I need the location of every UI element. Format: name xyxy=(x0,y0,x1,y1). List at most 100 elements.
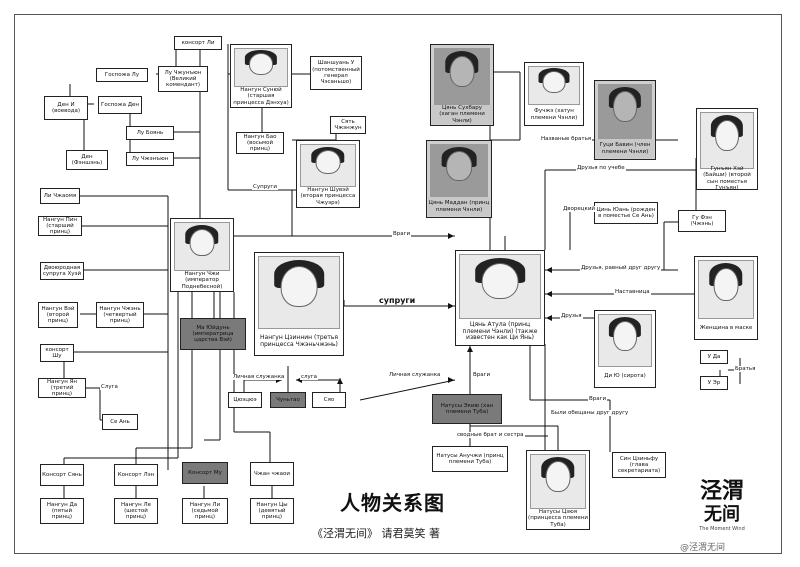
portrait-di-yu: Ди Ю (сирота) xyxy=(594,310,656,388)
label-vragi-3: Враги xyxy=(588,396,608,402)
portrait-nangun-sunyo: Нангун Сунюй (старшая принцесса Дэнхуа) xyxy=(230,44,292,108)
label-lichnaya-1: Личная служанка xyxy=(232,374,286,380)
portrait-caption: Натусы Цзюя (принцесса племени Туба) xyxy=(528,509,588,528)
node-li-chzhaomya: Ли Чжаомя xyxy=(40,188,80,204)
node-dvoyurodnaya: Двоюродная супруга Хуэй xyxy=(40,262,84,280)
label-bratya: Братья xyxy=(734,366,757,372)
portrait-caption: Цянь Атула (принц племени Чэнли) (также … xyxy=(457,320,543,344)
portrait-image xyxy=(598,314,652,367)
svg-text:泾渭: 泾渭 xyxy=(700,478,744,504)
portrait-image xyxy=(174,222,230,271)
logo: 泾渭 无间 The Moment Wind xyxy=(688,466,756,532)
portrait-image xyxy=(459,254,541,319)
label-druzya: Друзья xyxy=(560,313,583,319)
portrait-caption: Нангун Чжи (император Поднебесной) xyxy=(172,271,232,290)
node-nangun-vei: Нангун Вэй (второй принц) xyxy=(38,302,78,328)
label-byli-obeshany: Были обещаны друг другу xyxy=(550,410,630,416)
node-chuntao: Чуньтао xyxy=(270,392,306,408)
label-nastavnica: Наставница xyxy=(614,289,651,295)
label-lichnaya-2: Личная служанка xyxy=(388,372,442,378)
chart-frame xyxy=(14,14,782,554)
node-label: Нангун Бао (восьмой принц) xyxy=(243,133,277,153)
node-label: Шаншуань У (потомственный генерал Чэсань… xyxy=(312,60,360,86)
portrait-image xyxy=(434,48,490,105)
node-label: Двоюродная супруга Хуэй xyxy=(42,264,82,277)
node-nangun-le: Нангун Ле (шестой принц) xyxy=(114,498,158,524)
portrait-image xyxy=(430,144,488,197)
portrait-gutsi-bavin: Гуци Бавин (член племени Чэнли) xyxy=(594,80,656,160)
portrait-image xyxy=(530,454,586,509)
node-label: Лу Боянь xyxy=(136,129,164,136)
node-label: Цинь Юань (рожден в поместье Се Ань) xyxy=(596,206,656,219)
portrait-fuchzhi: Фучжэ (хатун племени Чэнли) xyxy=(524,62,584,126)
chart-title: 人物关系图 xyxy=(340,491,445,515)
node-label: У Эр xyxy=(707,379,721,386)
node-label: Нангун Вэй (второй принц) xyxy=(41,305,75,325)
node-chzhan-chzhoi: Чжан чжаои xyxy=(250,462,294,486)
portrait-caption: Нангун Сунюй (старшая принцесса Дэнхуа) xyxy=(232,87,290,106)
node-sin-tsyanfu: Син Цзиньфу (глава секретариата) xyxy=(612,452,666,478)
portrait-caption: Цянь Маддан (принц племени Чэнли) xyxy=(428,197,490,216)
node-label: Син Цзиньфу (глава секретариата) xyxy=(617,455,661,475)
label-druzya-uchebe: Друзья по учебе xyxy=(576,165,626,171)
portrait-caption: Гуци Бавин (член племени Чэнли) xyxy=(596,139,654,158)
label-suprugi: Супруги xyxy=(252,184,278,190)
label-druzya-ravnye: Друзья, равный друг другу xyxy=(580,265,662,271)
node-label: Нангун Пин (старший принц) xyxy=(43,216,77,236)
node-lu-chzhunyun: Лу Чжунъюн (Великий комендант) xyxy=(158,66,208,92)
label-sluga-2: Слуга xyxy=(100,384,119,390)
node-konsort-shu: консорт Шу xyxy=(40,344,74,362)
portrait-image xyxy=(698,260,754,319)
node-label: Нангун Ли (седьмой принц) xyxy=(189,501,221,521)
node-label: Чуньтао xyxy=(276,396,300,403)
node-label: консорт Шу xyxy=(45,346,69,359)
svg-text:The Moment Wind: The Moment Wind xyxy=(698,526,745,532)
svg-text:无间: 无间 xyxy=(704,504,740,525)
portrait-image xyxy=(528,66,580,105)
portrait-caption: Нангун Шувэй (вторая принцесса Чжуэрэ) xyxy=(298,187,358,206)
portrait-tsyan-maggan: Цянь Маддан (принц племени Чэнли) xyxy=(426,140,492,218)
node-se-an: Се Ань xyxy=(102,414,138,430)
node-ma-yudun: Ма Юйдунь (императрица царства Вэй) xyxy=(180,318,246,350)
portrait-nangun-tszinni: Нангун Цзиннин (третья принцесса Чжэньчж… xyxy=(254,252,344,356)
label-svodnye: сводные брат и сестра xyxy=(456,432,525,438)
node-tsuetsyu: Цюэцюэ xyxy=(228,392,262,408)
node-nangun-chzhen: Нангун Чжэнь (четвертый принц) xyxy=(96,302,144,328)
label-sluga-1: слуга xyxy=(300,374,319,380)
node-label: Ден И (воевода) xyxy=(51,101,81,114)
portrait-nangun-shuvei: Нангун Шувэй (вторая принцесса Чжуэрэ) xyxy=(296,140,360,208)
watermark: @泾渭无间 xyxy=(680,543,726,553)
chart-subtitle: 《泾渭无间》 请君莫笑 著 xyxy=(312,527,440,540)
label-dvoreckiy: Дворецкий xyxy=(562,206,596,212)
node-label: Консорт Му xyxy=(188,469,222,476)
node-label: Сять Чжэнжун xyxy=(334,118,362,131)
node-label: Ли Чжаомя xyxy=(43,192,77,199)
node-label: Сяо xyxy=(323,396,335,403)
node-nangun-li-7: Нангун Ли (седьмой принц) xyxy=(182,498,228,524)
portrait-zhenshchina: Женщина в маске xyxy=(694,256,758,340)
node-shanshu-u: Шаншуань У (потомственный генерал Чэсань… xyxy=(310,56,362,90)
node-syao: Сяо xyxy=(312,392,346,408)
node-lu-boyan: Лу Боянь xyxy=(126,126,174,140)
node-label: Чжан чжаои xyxy=(254,470,290,477)
node-label: Ма Юйдунь (императрица царства Вэй) xyxy=(192,324,234,344)
node-label: Нангун Ле (шестой принц) xyxy=(120,501,152,521)
label-vragi-1: Враги xyxy=(392,231,412,237)
node-u-er: У Эр xyxy=(700,376,728,390)
node-den-i: Ден И (воевода) xyxy=(44,96,88,120)
node-gu-fen: Гу Фэн (Чжэнь) xyxy=(678,210,726,232)
node-natsusy-ekiya: Натусы Экию (хан племени Туба) xyxy=(432,394,502,424)
node-konsort-mu: Консорт Му xyxy=(182,462,228,484)
portrait-natsusy-tsuva: Натусы Цзюя (принцесса племени Туба) xyxy=(526,450,590,530)
node-label: Лу Чжэнъюн xyxy=(131,155,169,162)
portrait-image xyxy=(700,112,754,169)
node-label: Лу Чжунъюн (Великий комендант) xyxy=(164,69,202,89)
node-label: консорт Ли xyxy=(181,39,215,46)
node-lu-chzhenyun: Лу Чжэнъюн xyxy=(126,152,174,166)
node-label: Натусы Анучжи (принц племени Туба) xyxy=(436,452,504,465)
portrait-tsyan-atula: Цянь Атула (принц племени Чэнли) (также … xyxy=(455,250,545,346)
node-konsort-sen: Консорт Сянь xyxy=(40,464,84,486)
node-label: Консорт Лэн xyxy=(117,471,155,478)
node-natsusy-anuchzhi: Натусы Анучжи (принц племени Туба) xyxy=(432,446,508,472)
